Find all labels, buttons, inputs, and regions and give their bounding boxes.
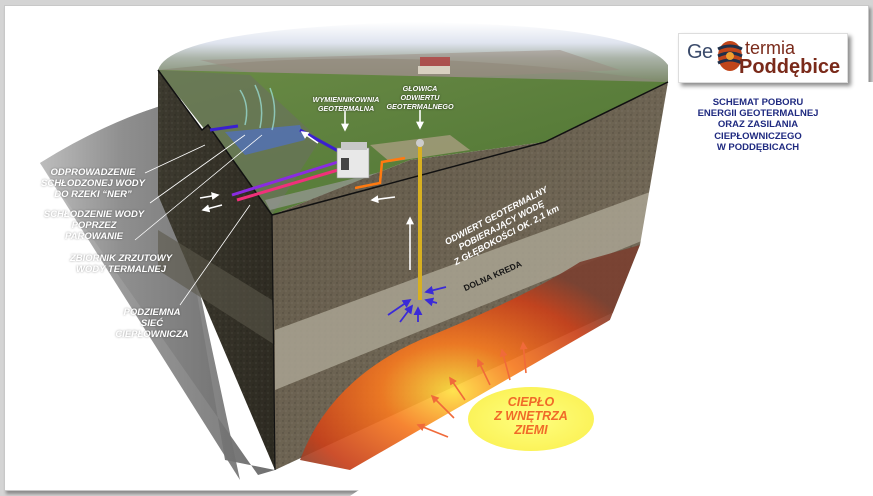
label-line: GŁOWICA (402, 84, 438, 93)
callout-siec: PODZIEMNA SIEĆ CIEPŁOWNICZA (100, 307, 204, 340)
callout-schlodzenie: SCHŁODZENIE WODY POPRZEZ PAROWANIE (38, 209, 150, 242)
title-line: SCHEMAT POBORU (712, 97, 804, 108)
label-wymiennikownia: WYMIENNIKOWNIA GEOTERMALNA (304, 95, 388, 113)
heat-source-label: CIEPŁO Z WNĘTRZA ZIEMI (468, 395, 594, 437)
pipe-purple (231, 160, 339, 197)
heat-line: ZIEMI (514, 423, 548, 437)
label-line: GEOTERMALNA (317, 104, 375, 113)
callout-line: PAROWANIE (65, 231, 123, 242)
heat-source-ellipse (468, 387, 594, 451)
heat-line: Z WNĘTRZA (494, 409, 568, 423)
title-line: ORAZ ZASILANIA (717, 119, 799, 131)
geotermia-poddebice-logo: Ge termia Poddębice (678, 33, 848, 83)
callout-line: SCHŁODZONEJ WODY (41, 178, 145, 189)
title-line: ENERGII GEOTERMALNEJ (697, 108, 819, 120)
callout-line: ZBIORNIK ZRZUTOWY (69, 253, 173, 264)
callout-line: SCHŁODZENIE WODY (43, 209, 145, 220)
pipe-orange (354, 156, 406, 190)
pipe-pink (236, 168, 339, 202)
title-line: W PODDĘBICACH (716, 141, 800, 153)
callout-line: CIEPŁOWNICZA (115, 329, 189, 340)
callout-line: SIEĆ (140, 318, 164, 329)
logo-prefix: Ge (687, 41, 713, 63)
cooling-pond (225, 125, 305, 155)
logo-town: Poddębice (739, 56, 841, 78)
label-line: ODWIERTU (400, 93, 440, 102)
callout-line: WODY TERMALNEJ (75, 264, 167, 275)
callout-line: DO RZEKI “NER” (54, 189, 132, 200)
callout-line: POPRZEZ (71, 220, 117, 231)
globe-icon (717, 41, 743, 71)
label-line: WYMIENNIKOWNIA (312, 95, 380, 104)
callout-zbiornik: ZBIORNIK ZRZUTOWY WODY TERMALNEJ (62, 253, 180, 275)
title-line: CIEPŁOWNICZEGO (714, 130, 802, 142)
label-glowica: GŁOWICA ODWIERTU GEOTERMALNEGO (382, 84, 458, 111)
label-line: GEOTERMALNEGO (386, 102, 454, 111)
callout-odprowadzenie: ODPROWADZENIE SCHŁODZONEJ WODY DO RZEKI … (34, 167, 152, 200)
callout-line: PODZIEMNA (123, 307, 181, 318)
pipe-blue-outflow (209, 124, 239, 132)
diagram-title: SCHEMAT POBORU ENERGII GEOTERMALNEJ ORAZ… (683, 97, 833, 153)
heat-line: CIEPŁO (507, 395, 555, 409)
heat-exchanger-building (336, 142, 370, 179)
callout-line: ODPROWADZENIE (50, 167, 136, 178)
logo-suffix: termia (745, 38, 796, 58)
dolna-kreda-layer (275, 192, 650, 390)
hot-rock-zone (300, 245, 640, 470)
